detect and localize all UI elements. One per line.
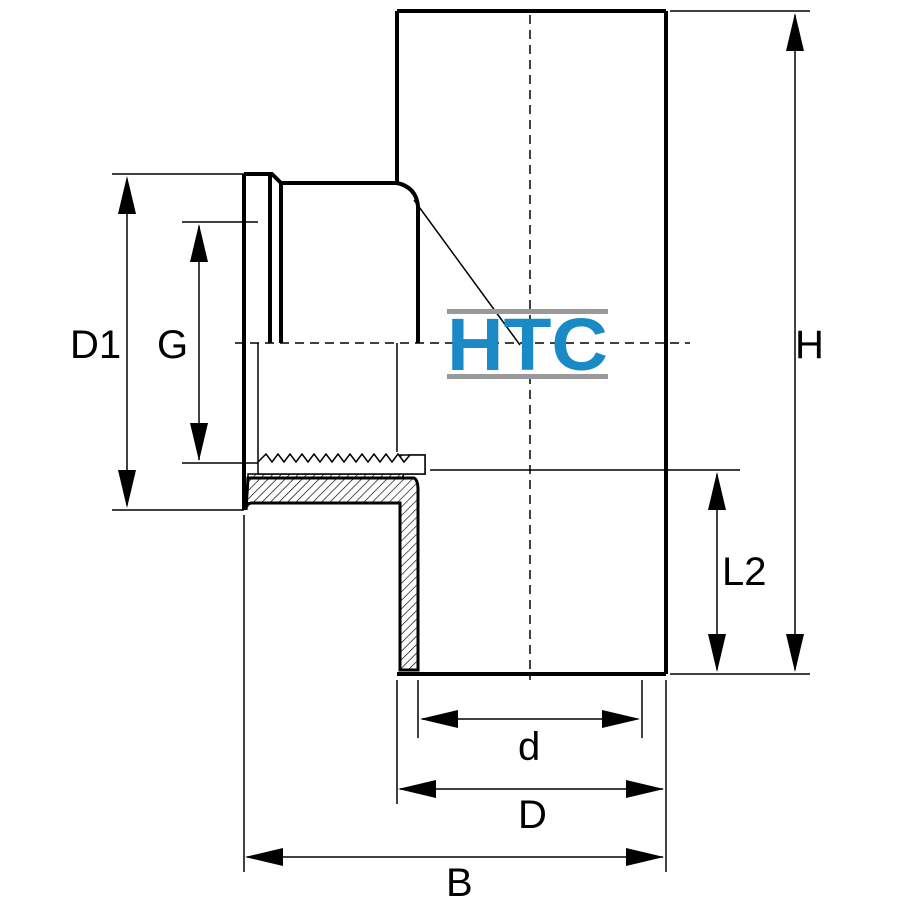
extension-lines (112, 10, 810, 872)
logo-text: HTC (447, 303, 608, 386)
fitting-body (242, 9, 668, 676)
logo-bar-top (447, 309, 608, 314)
thread-teeth (257, 452, 426, 475)
dimension-label-G: G (157, 323, 188, 367)
dimension-label-B: B (446, 861, 473, 900)
dimension-label-D1: D1 (70, 323, 121, 367)
dimension-label-D: D (518, 793, 547, 837)
htc-logo: HTC (447, 303, 608, 386)
dimension-label-d: d (518, 725, 540, 769)
dimension-label-L2: L2 (722, 550, 767, 594)
section-view (244, 452, 426, 676)
dimension-lines (118, 13, 804, 866)
dimension-label-H: H (795, 323, 824, 367)
logo-bar-bottom (447, 374, 608, 379)
